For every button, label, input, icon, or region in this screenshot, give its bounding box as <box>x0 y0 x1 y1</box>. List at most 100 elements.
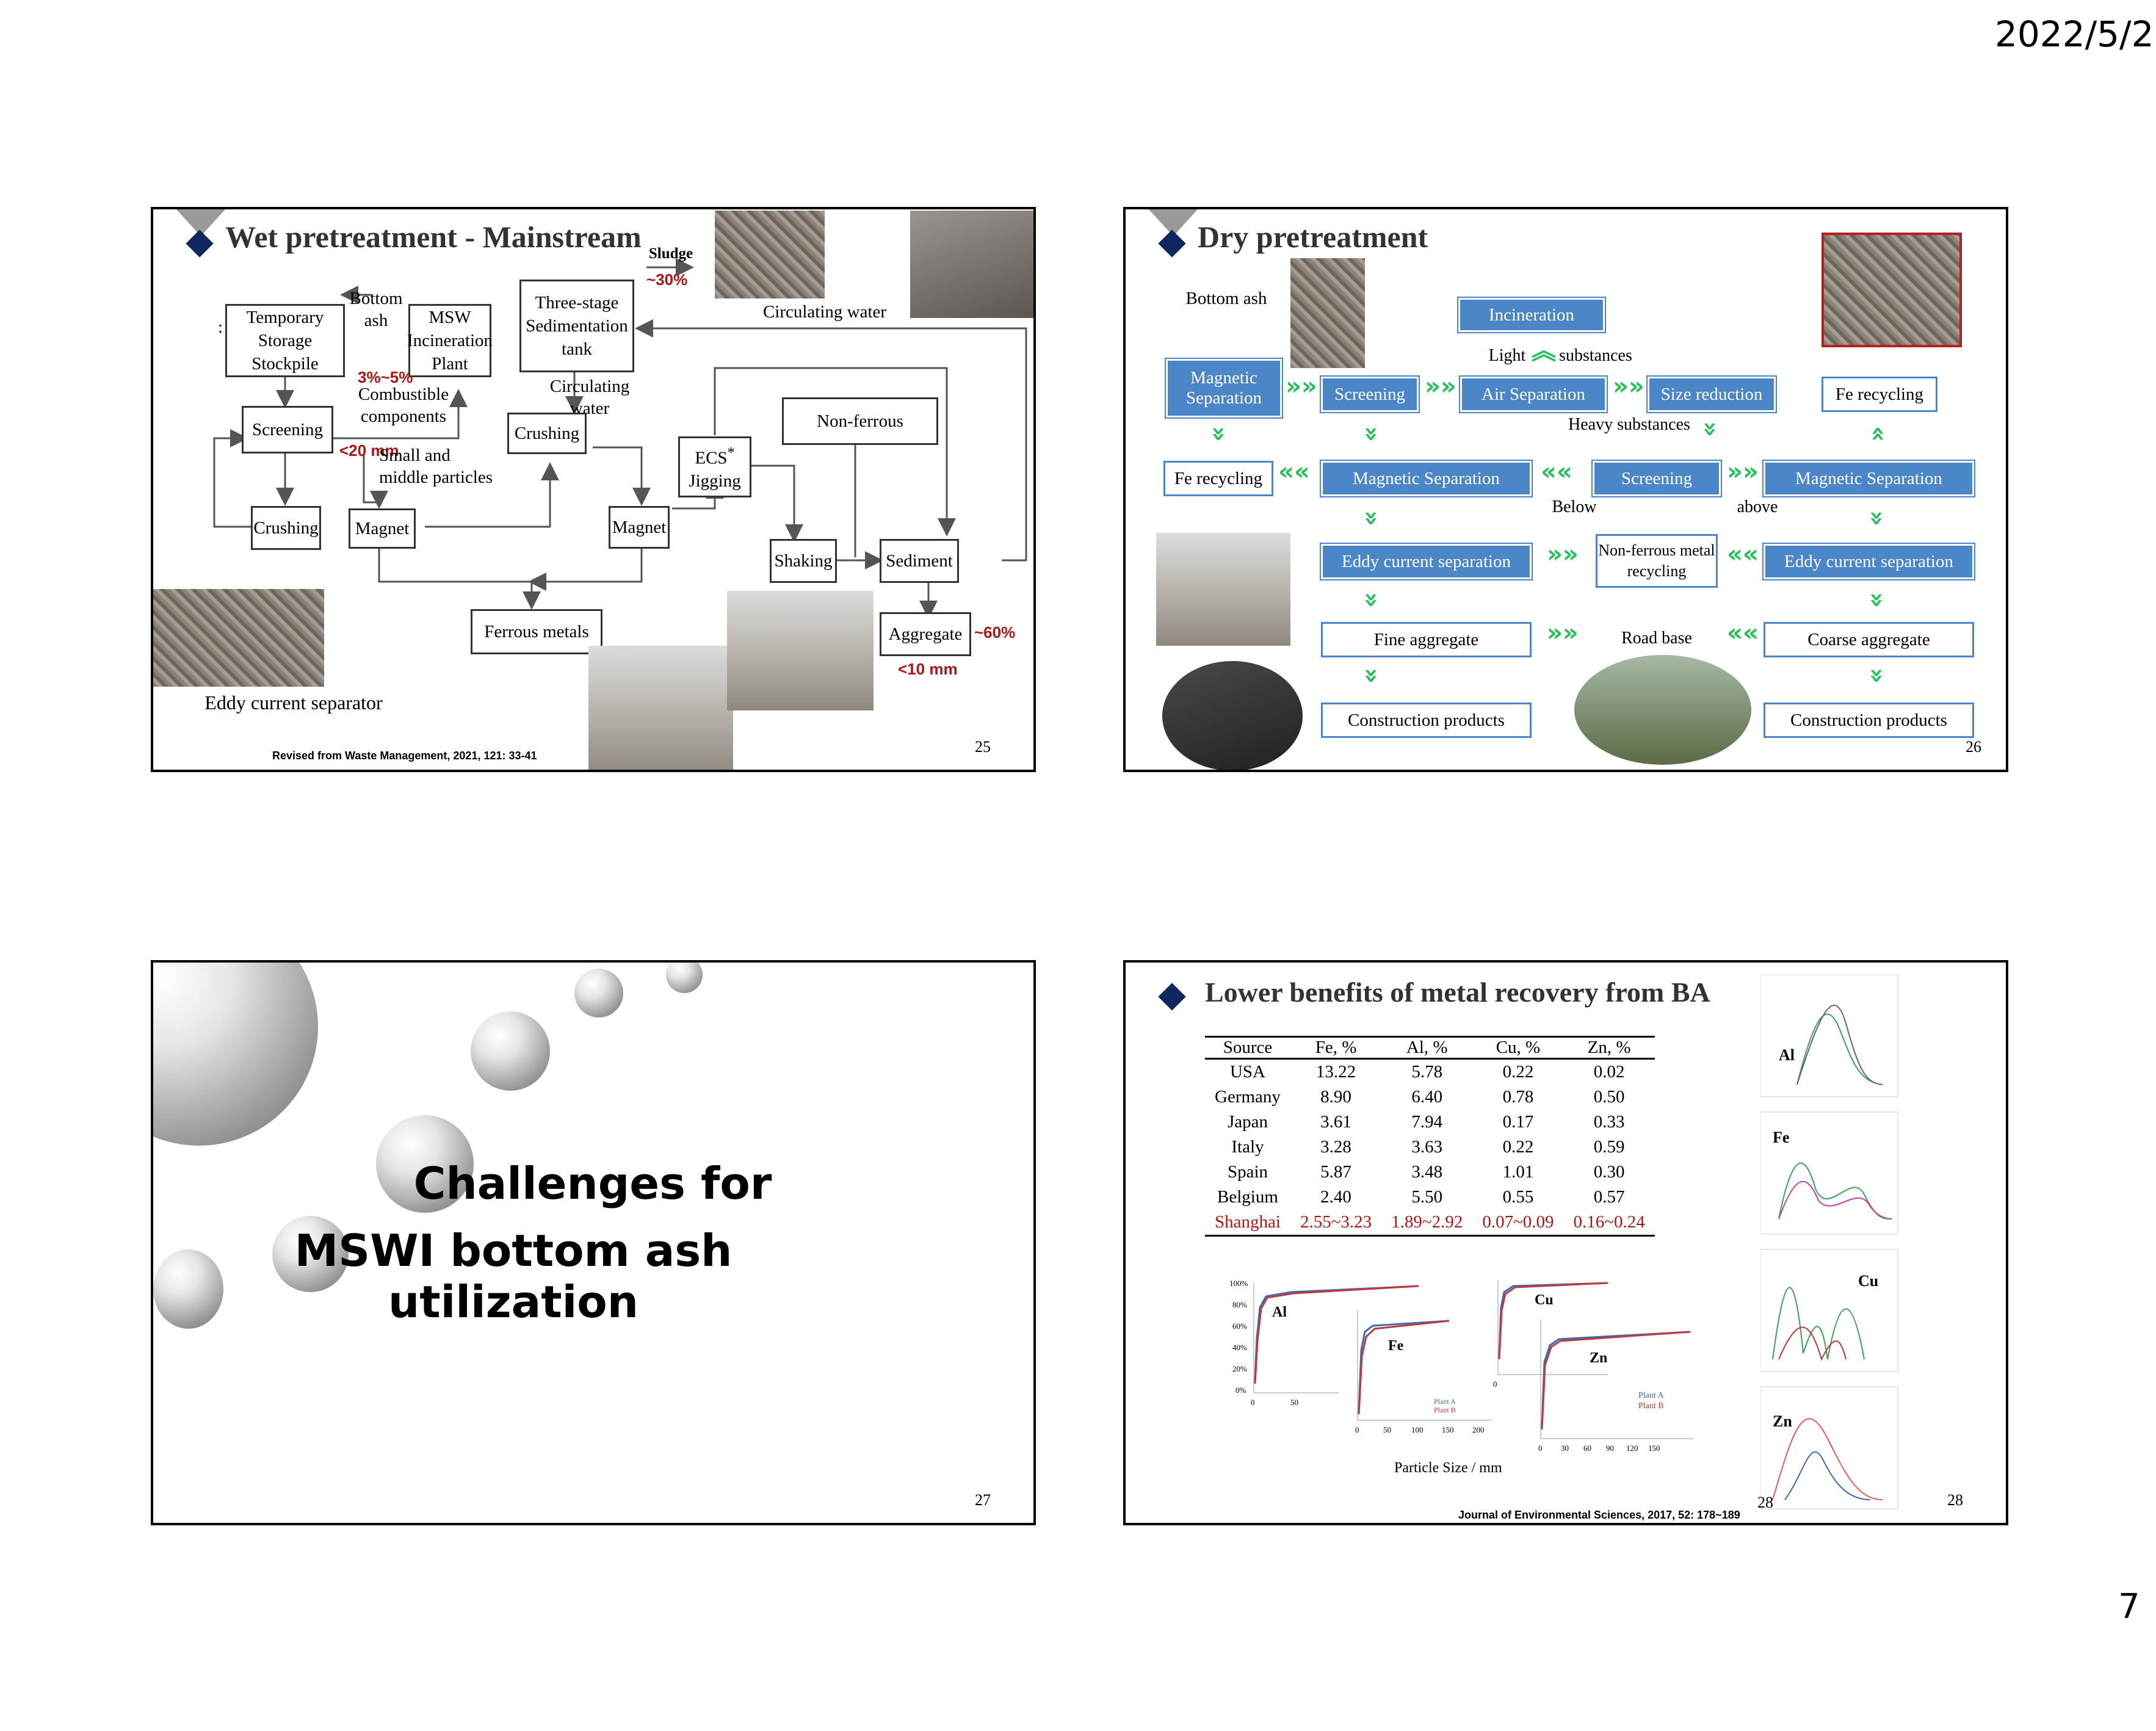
fine-aggregate-box: Fine aggregate <box>1321 622 1532 657</box>
decorative-sphere <box>574 969 623 1017</box>
pct-60-label: ~60% <box>974 623 1016 641</box>
table-cell: 1.89~2.92 <box>1381 1210 1473 1237</box>
ferrous-metals-box: Ferrous metals <box>471 609 602 654</box>
source-citation: Journal of Environmental Sciences, 2017,… <box>1458 1509 1740 1521</box>
x-tick: 0 <box>1251 1398 1255 1407</box>
lt-20mm-label: <20 mm <box>339 441 399 460</box>
light-label: Light <box>1488 346 1526 365</box>
page-number: 7 <box>2118 1587 2140 1627</box>
down-arrow-icon: » <box>1357 510 1386 526</box>
table-cell: 0.59 <box>1593 1137 1625 1157</box>
up-arrow-icon: » <box>1862 426 1891 442</box>
down-arrow-icon: » <box>1357 426 1386 442</box>
table-cell: 0.16~0.24 <box>1563 1210 1655 1237</box>
x-tick: 100 <box>1411 1425 1423 1434</box>
temporary-stockpile-box: Temporary Storage Stockpile <box>225 304 345 377</box>
plant-a-legend: Plant A <box>1638 1391 1665 1400</box>
eddy-current-box-1: Eddy current separation <box>1320 543 1533 580</box>
slide-title: Wet pretreatment - Mainstream <box>225 220 642 254</box>
slide-26-dry-pretreatment[interactable]: Dry pretreatment Bottom ash Incineration… <box>1123 207 2008 772</box>
table-cell: 5.78 <box>1411 1062 1443 1082</box>
table-cell: 8.90 <box>1320 1087 1351 1107</box>
slide-25-wet-pretreatment[interactable]: Wet pretreatment - Mainstream Temporary <box>151 207 1036 772</box>
x-tick: 120 <box>1626 1444 1638 1453</box>
circulating-water-photo <box>910 211 1033 318</box>
plant-b-legend: Plant B <box>1434 1406 1456 1414</box>
circulating-water-label-2: Circulating water <box>549 377 630 418</box>
eddy-current-box-2: Eddy current separation <box>1762 543 1975 580</box>
fe-recycling-box-2: Fe recycling <box>1163 461 1273 496</box>
table-cell: 13.22 <box>1315 1062 1356 1082</box>
table-cell: 0.02 <box>1593 1062 1625 1082</box>
slide-27-challenges[interactable]: Challenges for MSWI bottom ash utilizati… <box>151 960 1036 1525</box>
source-citation: Revised from Waste Management, 2021, 121… <box>272 750 537 762</box>
magnetic-separation-box-1: Magnetic Separation <box>1165 358 1283 419</box>
road-base-photo <box>1574 655 1751 765</box>
right-arrow-icon: »» <box>1547 619 1579 647</box>
x-tick: 150 <box>1442 1425 1454 1434</box>
y-tick: 60% <box>1232 1321 1247 1331</box>
title-diamond-icon <box>1158 983 1186 1011</box>
non-ferrous-recycling-box: Non-ferrous metal recycling <box>1596 534 1718 588</box>
zn-chart-label: Zn <box>1590 1350 1607 1366</box>
table-cell: 0.57 <box>1593 1187 1625 1207</box>
y-tick: 100% <box>1229 1279 1248 1288</box>
table-cell: 2.40 <box>1320 1187 1351 1207</box>
construction-products-box-1: Construction products <box>1321 703 1532 738</box>
header-cell: Fe, % <box>1290 1036 1382 1060</box>
right-arrow-icon: »» <box>1727 458 1759 486</box>
table-cell: Belgium <box>1217 1187 1278 1207</box>
down-arrow-icon: » <box>1357 592 1386 608</box>
table-cell: 0.30 <box>1593 1162 1625 1182</box>
non-ferrous-box: Non-ferrous <box>782 397 938 445</box>
table-cell: 1.01 <box>1502 1162 1534 1182</box>
table-cell: 0.17 <box>1502 1112 1534 1132</box>
ecs-label: ECS <box>695 448 728 468</box>
decorative-sphere <box>376 1115 474 1213</box>
slide-28-metal-recovery[interactable]: Lower benefits of metal recovery from BA… <box>1123 960 2008 1525</box>
screening-box: Screening <box>242 406 333 454</box>
air-separation-box: Air Separation <box>1459 375 1608 413</box>
slide-title: Lower benefits of metal recovery from BA <box>1205 977 1710 1008</box>
down-arrow-icon: » <box>1862 592 1891 608</box>
side-label-zn: Zn <box>1773 1412 1792 1430</box>
header-cell: Cu, % <box>1472 1036 1564 1060</box>
slide-number: 26 <box>1966 738 1981 756</box>
challenges-title-line-2: MSWI bottom ash utilization <box>294 1225 733 1328</box>
jigging-label: Jigging <box>689 471 741 491</box>
x-tick: 50 <box>1383 1425 1391 1434</box>
down-arrow-icon: » <box>1357 668 1386 684</box>
shaking-box: Shaking <box>770 539 837 583</box>
x-tick: 150 <box>1648 1444 1660 1453</box>
table-cell: 0.33 <box>1593 1112 1625 1132</box>
msw-plant-box: MSW Incineration Plant <box>407 304 493 377</box>
table-cell: Japan <box>1227 1112 1268 1132</box>
circulating-water-label-1: Circulating water <box>762 302 887 322</box>
table-cell: Shanghai <box>1205 1210 1290 1237</box>
ecs-jigging-box: ECS* Jigging <box>678 436 751 497</box>
sludge-photo <box>715 211 825 298</box>
left-arrow-icon: «« <box>1541 458 1572 486</box>
table-cell: 0.78 <box>1502 1087 1534 1107</box>
slide-number: 27 <box>975 1491 991 1509</box>
pct-30-label: ~30% <box>646 270 688 289</box>
screening-box-2: Screening <box>1591 460 1722 497</box>
table-cell: 0.22 <box>1502 1137 1534 1157</box>
road-base-label: Road base <box>1621 629 1692 648</box>
table-cell: 5.87 <box>1320 1162 1351 1182</box>
above-label: above <box>1737 497 1778 516</box>
crushing-box-1: Crushing <box>251 506 321 550</box>
left-arrow-icon: «« <box>1727 540 1759 568</box>
right-arrow-icon: »» <box>1286 372 1317 400</box>
slide-number-left: 28 <box>1757 1494 1773 1511</box>
slide-title: Dry pretreatment <box>1198 220 1428 254</box>
distribution-panels: Al Fe Cu Zn <box>1760 975 1898 1509</box>
side-label-fe: Fe <box>1773 1129 1789 1146</box>
decorative-sphere <box>272 1216 349 1292</box>
eddy-separator-photo <box>153 589 324 687</box>
x-tick: 90 <box>1606 1444 1614 1453</box>
